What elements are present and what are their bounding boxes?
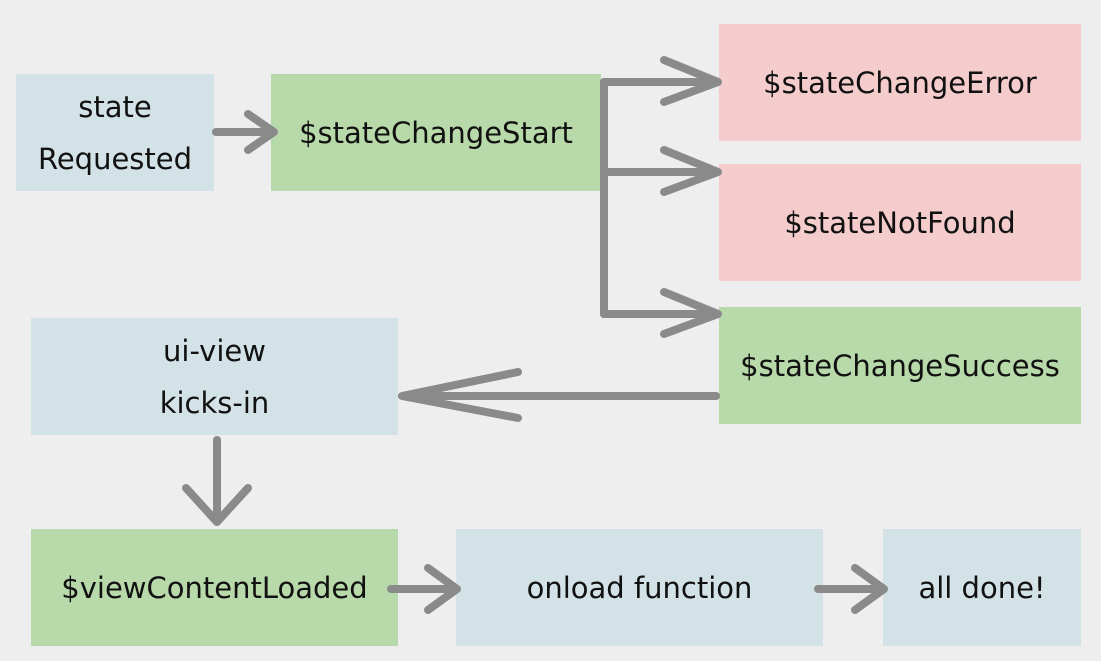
arrow-success-to-ui-view xyxy=(398,368,720,422)
node-state-change-start-label: $stateChangeStart xyxy=(299,115,573,150)
node-state-change-start: $stateChangeStart xyxy=(271,74,601,191)
node-ui-view-label: ui-view kicks-in xyxy=(159,333,270,420)
node-state-requested: state Requested xyxy=(16,74,214,191)
node-ui-view: ui-view kicks-in xyxy=(31,318,398,435)
node-view-content-loaded: $viewContentLoaded xyxy=(31,529,398,646)
node-all-done: all done! xyxy=(883,529,1081,646)
node-state-requested-label: state Requested xyxy=(37,89,193,176)
node-state-change-error: $stateChangeError xyxy=(719,24,1081,141)
node-state-not-found: $stateNotFound xyxy=(719,164,1081,281)
arrow-start-branch xyxy=(600,56,722,338)
node-state-change-success: $stateChangeSuccess xyxy=(719,307,1081,424)
node-state-not-found-label: $stateNotFound xyxy=(784,205,1016,240)
node-state-change-success-label: $stateChangeSuccess xyxy=(740,348,1060,383)
arrow-onload-to-done xyxy=(814,564,888,614)
node-view-content-loaded-label: $viewContentLoaded xyxy=(61,570,368,605)
arrow-requested-to-start xyxy=(212,110,278,154)
arrow-ui-view-to-loaded xyxy=(182,436,252,526)
node-state-change-error-label: $stateChangeError xyxy=(763,65,1037,100)
node-all-done-label: all done! xyxy=(918,570,1046,605)
node-onload-function: onload function xyxy=(456,529,823,646)
arrow-loaded-to-onload xyxy=(387,564,461,614)
node-onload-function-label: onload function xyxy=(526,570,753,605)
